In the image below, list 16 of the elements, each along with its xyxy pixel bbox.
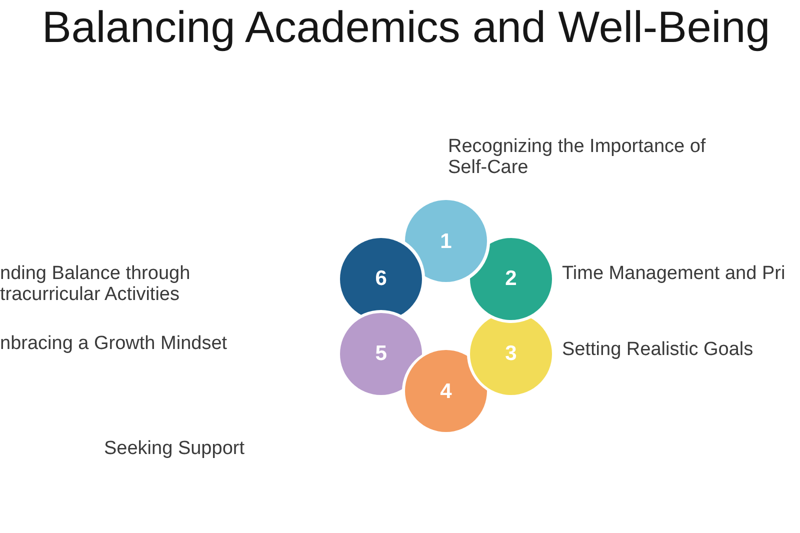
- numbered-circle: [470, 238, 552, 320]
- step-label: nbracing a Growth Mindset: [0, 333, 228, 354]
- step-number: 1: [440, 230, 452, 252]
- step-label: Setting Realistic Goals: [562, 339, 754, 360]
- step-number: 2: [505, 268, 517, 289]
- diagram-title: Balancing Academics and Well-Being: [42, 6, 770, 50]
- step-number: 3: [505, 343, 517, 364]
- numbered-circle: [405, 350, 487, 432]
- step-label: Seeking Support: [104, 438, 244, 459]
- step-label: Time Management and Pri: [562, 263, 786, 284]
- numbered-circle: [405, 200, 487, 282]
- step-number: 5: [375, 343, 387, 364]
- step-label: Recognizing the Importance of Self-Care: [448, 136, 707, 178]
- step-number: 4: [440, 380, 452, 402]
- step-label: nding Balance through tracurricular Activities: [0, 263, 192, 305]
- step-number: 6: [375, 268, 387, 289]
